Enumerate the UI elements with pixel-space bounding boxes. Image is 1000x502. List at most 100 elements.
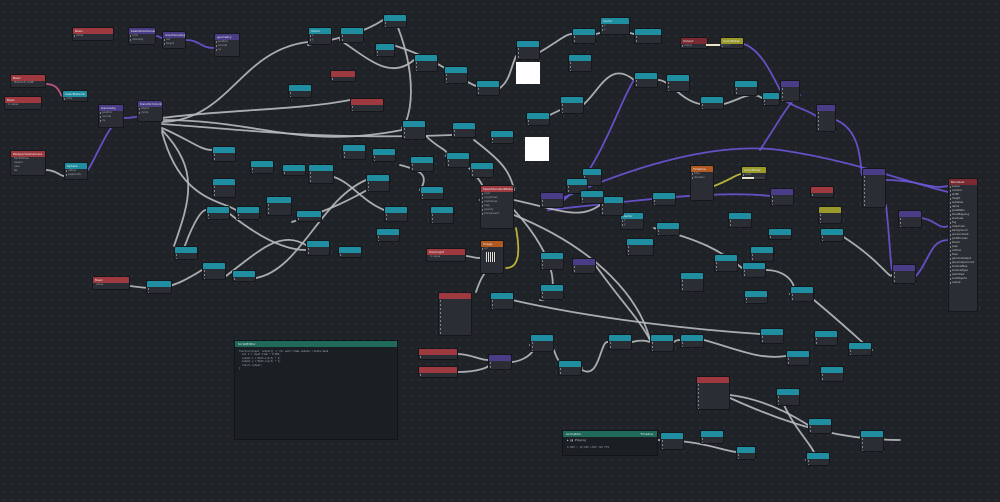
node-port[interactable] <box>667 85 689 89</box>
node-header[interactable]: basisDirectionalLight <box>129 28 155 34</box>
node-header[interactable]: PointLight <box>427 249 465 255</box>
node-port[interactable] <box>491 299 513 303</box>
wire[interactable] <box>723 94 763 105</box>
graph-node[interactable] <box>266 196 292 216</box>
node-header[interactable] <box>697 377 729 383</box>
node-port[interactable] <box>411 163 433 167</box>
node-header[interactable] <box>771 189 793 195</box>
node-port[interactable] <box>573 269 595 273</box>
node-header[interactable] <box>203 263 225 269</box>
graph-node[interactable] <box>212 178 236 198</box>
node-port[interactable] <box>541 203 563 207</box>
graph-node[interactable] <box>384 206 408 222</box>
node-port[interactable] <box>817 111 835 115</box>
node-port[interactable] <box>237 217 259 219</box>
graph-node[interactable] <box>350 98 384 112</box>
node-port[interactable] <box>477 87 499 91</box>
node-port[interactable] <box>297 217 321 221</box>
node-port[interactable] <box>787 357 809 361</box>
graph-node[interactable] <box>418 366 458 378</box>
node-header[interactable] <box>233 271 255 277</box>
node-header[interactable]: Basic <box>73 28 113 34</box>
node-port[interactable] <box>207 213 229 217</box>
node-basic-3[interactable]: Basic in value <box>4 96 42 110</box>
node-header[interactable] <box>517 41 539 47</box>
color-slider-2[interactable] <box>742 177 764 179</box>
node-directional-light[interactable]: directionalLight out target <box>162 31 186 49</box>
wire[interactable] <box>457 365 490 373</box>
wire[interactable] <box>185 39 215 49</box>
renderer-input-physicallycorrect[interactable]: physicallyCorrect <box>950 261 975 264</box>
node-port[interactable] <box>203 277 225 279</box>
graph-node[interactable] <box>780 80 800 102</box>
node-header[interactable] <box>377 229 399 235</box>
node-port[interactable] <box>471 169 493 173</box>
node-port[interactable] <box>517 55 539 59</box>
node-header[interactable] <box>351 99 383 105</box>
graph-node[interactable] <box>572 258 596 274</box>
node-header[interactable]: Vector <box>621 213 643 219</box>
node-header[interactable] <box>653 193 675 199</box>
node-port[interactable] <box>439 303 471 307</box>
node-port[interactable] <box>445 77 467 81</box>
node-basic-2[interactable]: Basic MODULE_CUBE <box>10 74 46 88</box>
node-point-light[interactable]: PointLight in value <box>426 248 466 262</box>
graph-node[interactable] <box>728 212 752 228</box>
node-header[interactable] <box>477 81 499 87</box>
node-header[interactable]: Basic <box>5 97 41 103</box>
node-port[interactable] <box>893 279 915 283</box>
node-port[interactable] <box>781 95 799 99</box>
node-port[interactable] <box>681 345 703 347</box>
graph-node[interactable] <box>306 240 330 256</box>
node-port[interactable] <box>203 273 225 277</box>
node-header[interactable] <box>309 165 333 171</box>
graph-node[interactable] <box>342 144 366 160</box>
node-port[interactable] <box>385 213 407 217</box>
graph-node[interactable] <box>212 146 236 162</box>
node-header[interactable] <box>489 355 511 361</box>
node-port[interactable] <box>207 217 229 219</box>
graph-node[interactable] <box>288 84 312 98</box>
timeline-controls[interactable]: ▶ ❚❚ Playing <box>563 437 657 444</box>
node-header[interactable] <box>341 28 363 34</box>
graph-node[interactable] <box>762 92 780 106</box>
node-port[interactable] <box>821 373 843 377</box>
node-port[interactable] <box>147 287 171 291</box>
node-header[interactable]: Basic <box>11 75 45 81</box>
node-port[interactable] <box>309 171 333 175</box>
node-header[interactable] <box>729 213 751 219</box>
graph-node[interactable] <box>174 246 198 260</box>
node-port[interactable] <box>737 457 755 459</box>
node-port[interactable] <box>817 123 835 127</box>
node-header[interactable] <box>419 367 457 373</box>
graph-node[interactable] <box>700 430 724 444</box>
node-header[interactable] <box>491 131 513 137</box>
wire[interactable] <box>45 83 63 97</box>
node-port[interactable] <box>819 217 841 221</box>
node-port[interactable] <box>517 47 539 51</box>
node-port[interactable] <box>431 217 453 221</box>
node-port[interactable] <box>439 307 471 311</box>
node-header[interactable]: ColorPicker <box>721 38 743 44</box>
node-port[interactable] <box>561 111 583 113</box>
node-vector-2[interactable]: Vector x y <box>600 17 630 35</box>
node-port[interactable] <box>567 189 587 193</box>
node-mesh-standard-material[interactable]: MeshStandardMaterial color roughness met… <box>480 185 514 229</box>
node-header[interactable] <box>627 239 653 245</box>
node-port[interactable] <box>581 201 603 203</box>
node-header[interactable] <box>609 335 631 341</box>
renderer-input-clearcolor[interactable]: clearColor <box>950 225 966 228</box>
node-port[interactable] <box>899 217 921 221</box>
node-port[interactable] <box>771 195 793 199</box>
node-port[interactable] <box>559 367 581 371</box>
graph-node[interactable] <box>776 388 800 406</box>
graph-node[interactable] <box>540 284 564 300</box>
node-port[interactable] <box>453 133 475 137</box>
node-port[interactable] <box>781 99 799 101</box>
node-port[interactable] <box>445 73 467 77</box>
node-port[interactable] <box>403 131 425 135</box>
node-port[interactable] <box>751 257 773 261</box>
wire[interactable] <box>921 217 949 228</box>
node-header[interactable] <box>339 247 361 253</box>
graph-node[interactable] <box>236 206 260 220</box>
